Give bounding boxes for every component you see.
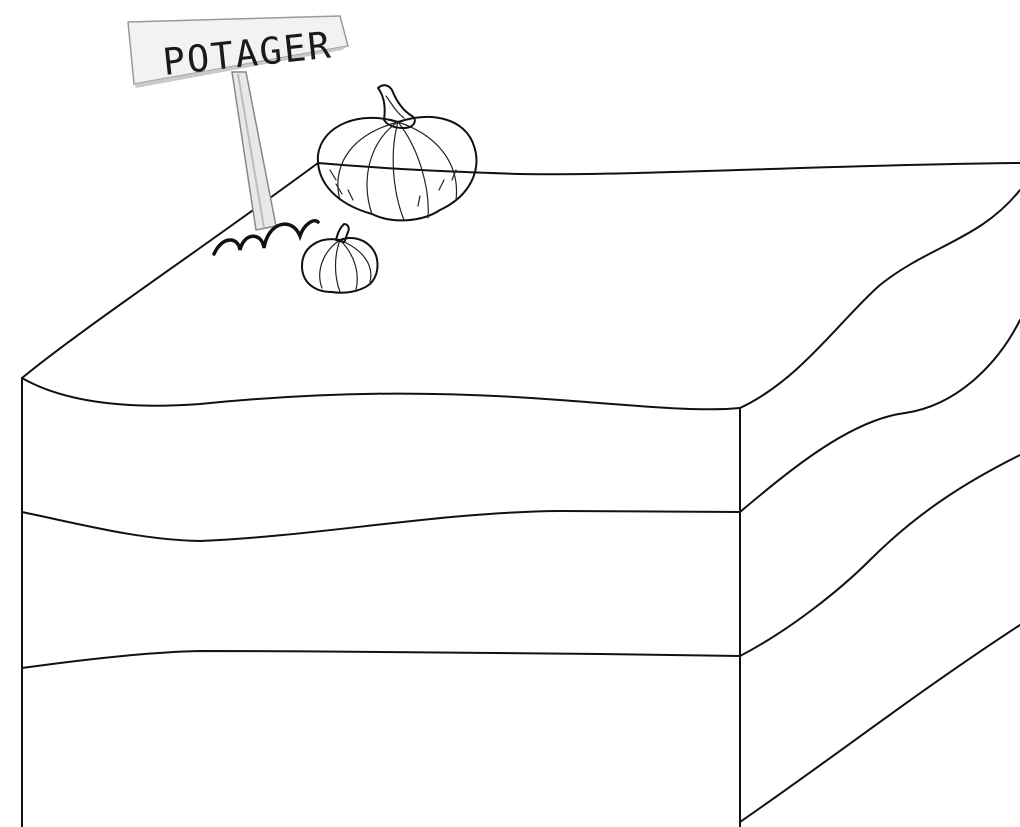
front-layer-line-1 xyxy=(22,511,740,541)
block-front-top-edge xyxy=(22,378,740,409)
front-layer-line-2 xyxy=(22,651,740,668)
side-layer-line-2 xyxy=(740,625,1020,822)
side-layer-line-0 xyxy=(740,320,1020,512)
pumpkin-icon xyxy=(302,224,378,293)
garden-sign: POTAGER xyxy=(128,16,348,230)
side-layer-line-1 xyxy=(740,455,1020,656)
sign-post xyxy=(232,72,276,230)
block-top-surface xyxy=(22,163,1020,378)
pumpkin-icon xyxy=(318,85,477,220)
